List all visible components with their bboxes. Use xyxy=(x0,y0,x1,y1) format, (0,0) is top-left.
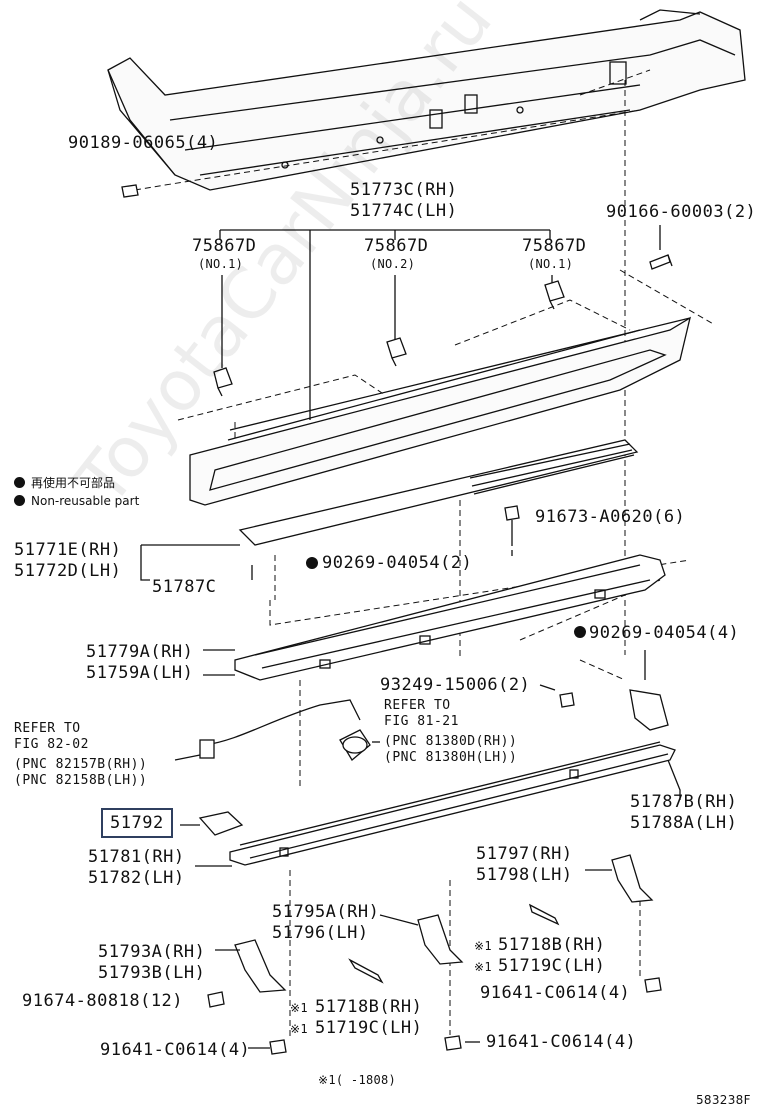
ref-fig-81-line1: REFER TO xyxy=(384,698,451,713)
ref-fig-82-line1: REFER TO xyxy=(14,721,81,736)
label-91641-center[interactable]: 91641-C0614(4) xyxy=(486,1032,637,1052)
ref-fig-82-link[interactable]: FIG 82-02 xyxy=(14,737,89,752)
label-51793a[interactable]: 51793A(RH) xyxy=(98,942,206,962)
label-51779a[interactable]: 51779A(RH) xyxy=(86,642,194,662)
lamp-wire xyxy=(199,699,361,759)
bolt-91641-right xyxy=(644,977,662,993)
bolt-91674 xyxy=(207,991,225,1008)
label-90166[interactable]: 90166-60003(2) xyxy=(606,202,757,222)
label-51718b-right[interactable]: 51718B(RH) xyxy=(498,935,606,955)
bolt-93249 xyxy=(559,692,575,708)
label-51719c-right[interactable]: 51719C(LH) xyxy=(498,956,606,976)
clip-75867d-right xyxy=(544,280,565,310)
nonreusable-dot-90269b xyxy=(574,626,586,638)
label-51774c[interactable]: 51774C(LH) xyxy=(350,201,458,221)
label-90189[interactable]: 90189-06065(4) xyxy=(68,133,219,153)
label-51718b-left[interactable]: 51718B(RH) xyxy=(315,997,423,1017)
label-51771e[interactable]: 51771E(RH) xyxy=(14,540,122,560)
clip-75867d-mid xyxy=(386,337,407,367)
label-51782[interactable]: 51782(LH) xyxy=(88,868,185,888)
label-51797[interactable]: 51797(RH) xyxy=(476,844,573,864)
label-51788a[interactable]: 51788A(LH) xyxy=(630,813,738,833)
label-clip-3-sub: (NO.1) xyxy=(528,257,574,271)
pad-51718b-left xyxy=(348,958,384,984)
step-bracket xyxy=(234,554,666,681)
legend-dot-icon xyxy=(14,495,25,506)
mark-l1: ※1 xyxy=(290,1001,308,1015)
mark-r1: ※1 xyxy=(474,939,492,953)
step-cover xyxy=(189,316,691,506)
label-91641-left[interactable]: 91641-C0614(4) xyxy=(100,1040,251,1060)
figure-code: 583238F xyxy=(696,1093,751,1107)
label-51781[interactable]: 51781(RH) xyxy=(88,847,185,867)
ref-fig-81-pnc-rh: (PNC 81380D(RH)) xyxy=(384,734,518,749)
ref-fig-81-link[interactable]: FIG 81-21 xyxy=(384,714,459,729)
label-clip-2[interactable]: 75867D xyxy=(364,236,429,256)
label-clip-2-sub: (NO.2) xyxy=(370,257,416,271)
label-91674[interactable]: 91674-80818(12) xyxy=(22,991,184,1011)
label-90269-a[interactable]: 90269-04054(2) xyxy=(322,553,473,573)
label-51787b[interactable]: 51787B(RH) xyxy=(630,792,738,812)
label-51719c-left[interactable]: 51719C(LH) xyxy=(315,1018,423,1038)
ref-fig-82-pnc-lh: (PNC 82158B(LH)) xyxy=(14,773,148,788)
side-rail xyxy=(229,741,676,866)
label-90269-b[interactable]: 90269-04054(4) xyxy=(589,623,740,643)
label-51759a[interactable]: 51759A(LH) xyxy=(86,663,194,683)
bracket-51787b xyxy=(629,689,669,731)
part-51792 xyxy=(198,811,244,836)
clip-75867d-left xyxy=(213,367,233,397)
bolt-91673 xyxy=(504,505,520,540)
legend-en: Non-reusable part xyxy=(14,494,139,508)
label-clip-1-sub: (NO.1) xyxy=(198,257,244,271)
bolt-90166 xyxy=(649,254,673,270)
ref-fig-81-pnc-lh: (PNC 81380H(LH)) xyxy=(384,750,518,765)
label-51772d[interactable]: 51772D(LH) xyxy=(14,561,122,581)
label-clip-1[interactable]: 75867D xyxy=(192,236,257,256)
label-51798[interactable]: 51798(LH) xyxy=(476,865,573,885)
ref-fig-82-pnc-rh: (PNC 82157B(RH)) xyxy=(14,757,148,772)
bolt-90189 xyxy=(121,184,139,198)
bolt-91641-left xyxy=(269,1039,287,1055)
lamp-assembly xyxy=(339,729,371,761)
label-51792-highlighted[interactable]: 51792 xyxy=(101,808,173,838)
mark-r2: ※1 xyxy=(474,960,492,974)
frame-member xyxy=(107,9,746,191)
bracket-51793a xyxy=(234,939,287,993)
label-51795a[interactable]: 51795A(RH) xyxy=(272,902,380,922)
label-51793b[interactable]: 51793B(LH) xyxy=(98,963,206,983)
mark-l2: ※1 xyxy=(290,1022,308,1036)
footnote: ※1( -1808) xyxy=(318,1073,397,1087)
bracket-51795a xyxy=(417,914,464,965)
pad-51718b-right xyxy=(528,903,560,926)
nonreusable-dot-90269a xyxy=(306,557,318,569)
label-51773c[interactable]: 51773C(RH) xyxy=(350,180,458,200)
legend-jp: 再使用不可部品 xyxy=(14,474,115,491)
label-51796[interactable]: 51796(LH) xyxy=(272,923,369,943)
label-91641-right[interactable]: 91641-C0614(4) xyxy=(480,983,631,1003)
bolt-91641-center xyxy=(444,1035,462,1051)
step-pad xyxy=(238,439,639,546)
label-clip-3[interactable]: 75867D xyxy=(522,236,587,256)
label-51787c[interactable]: 51787C xyxy=(152,577,217,597)
bracket-51797 xyxy=(611,854,654,903)
label-91673[interactable]: 91673-A0620(6) xyxy=(535,507,686,527)
label-93249[interactable]: 93249-15006(2) xyxy=(380,675,531,695)
legend-dot-icon xyxy=(14,477,25,488)
